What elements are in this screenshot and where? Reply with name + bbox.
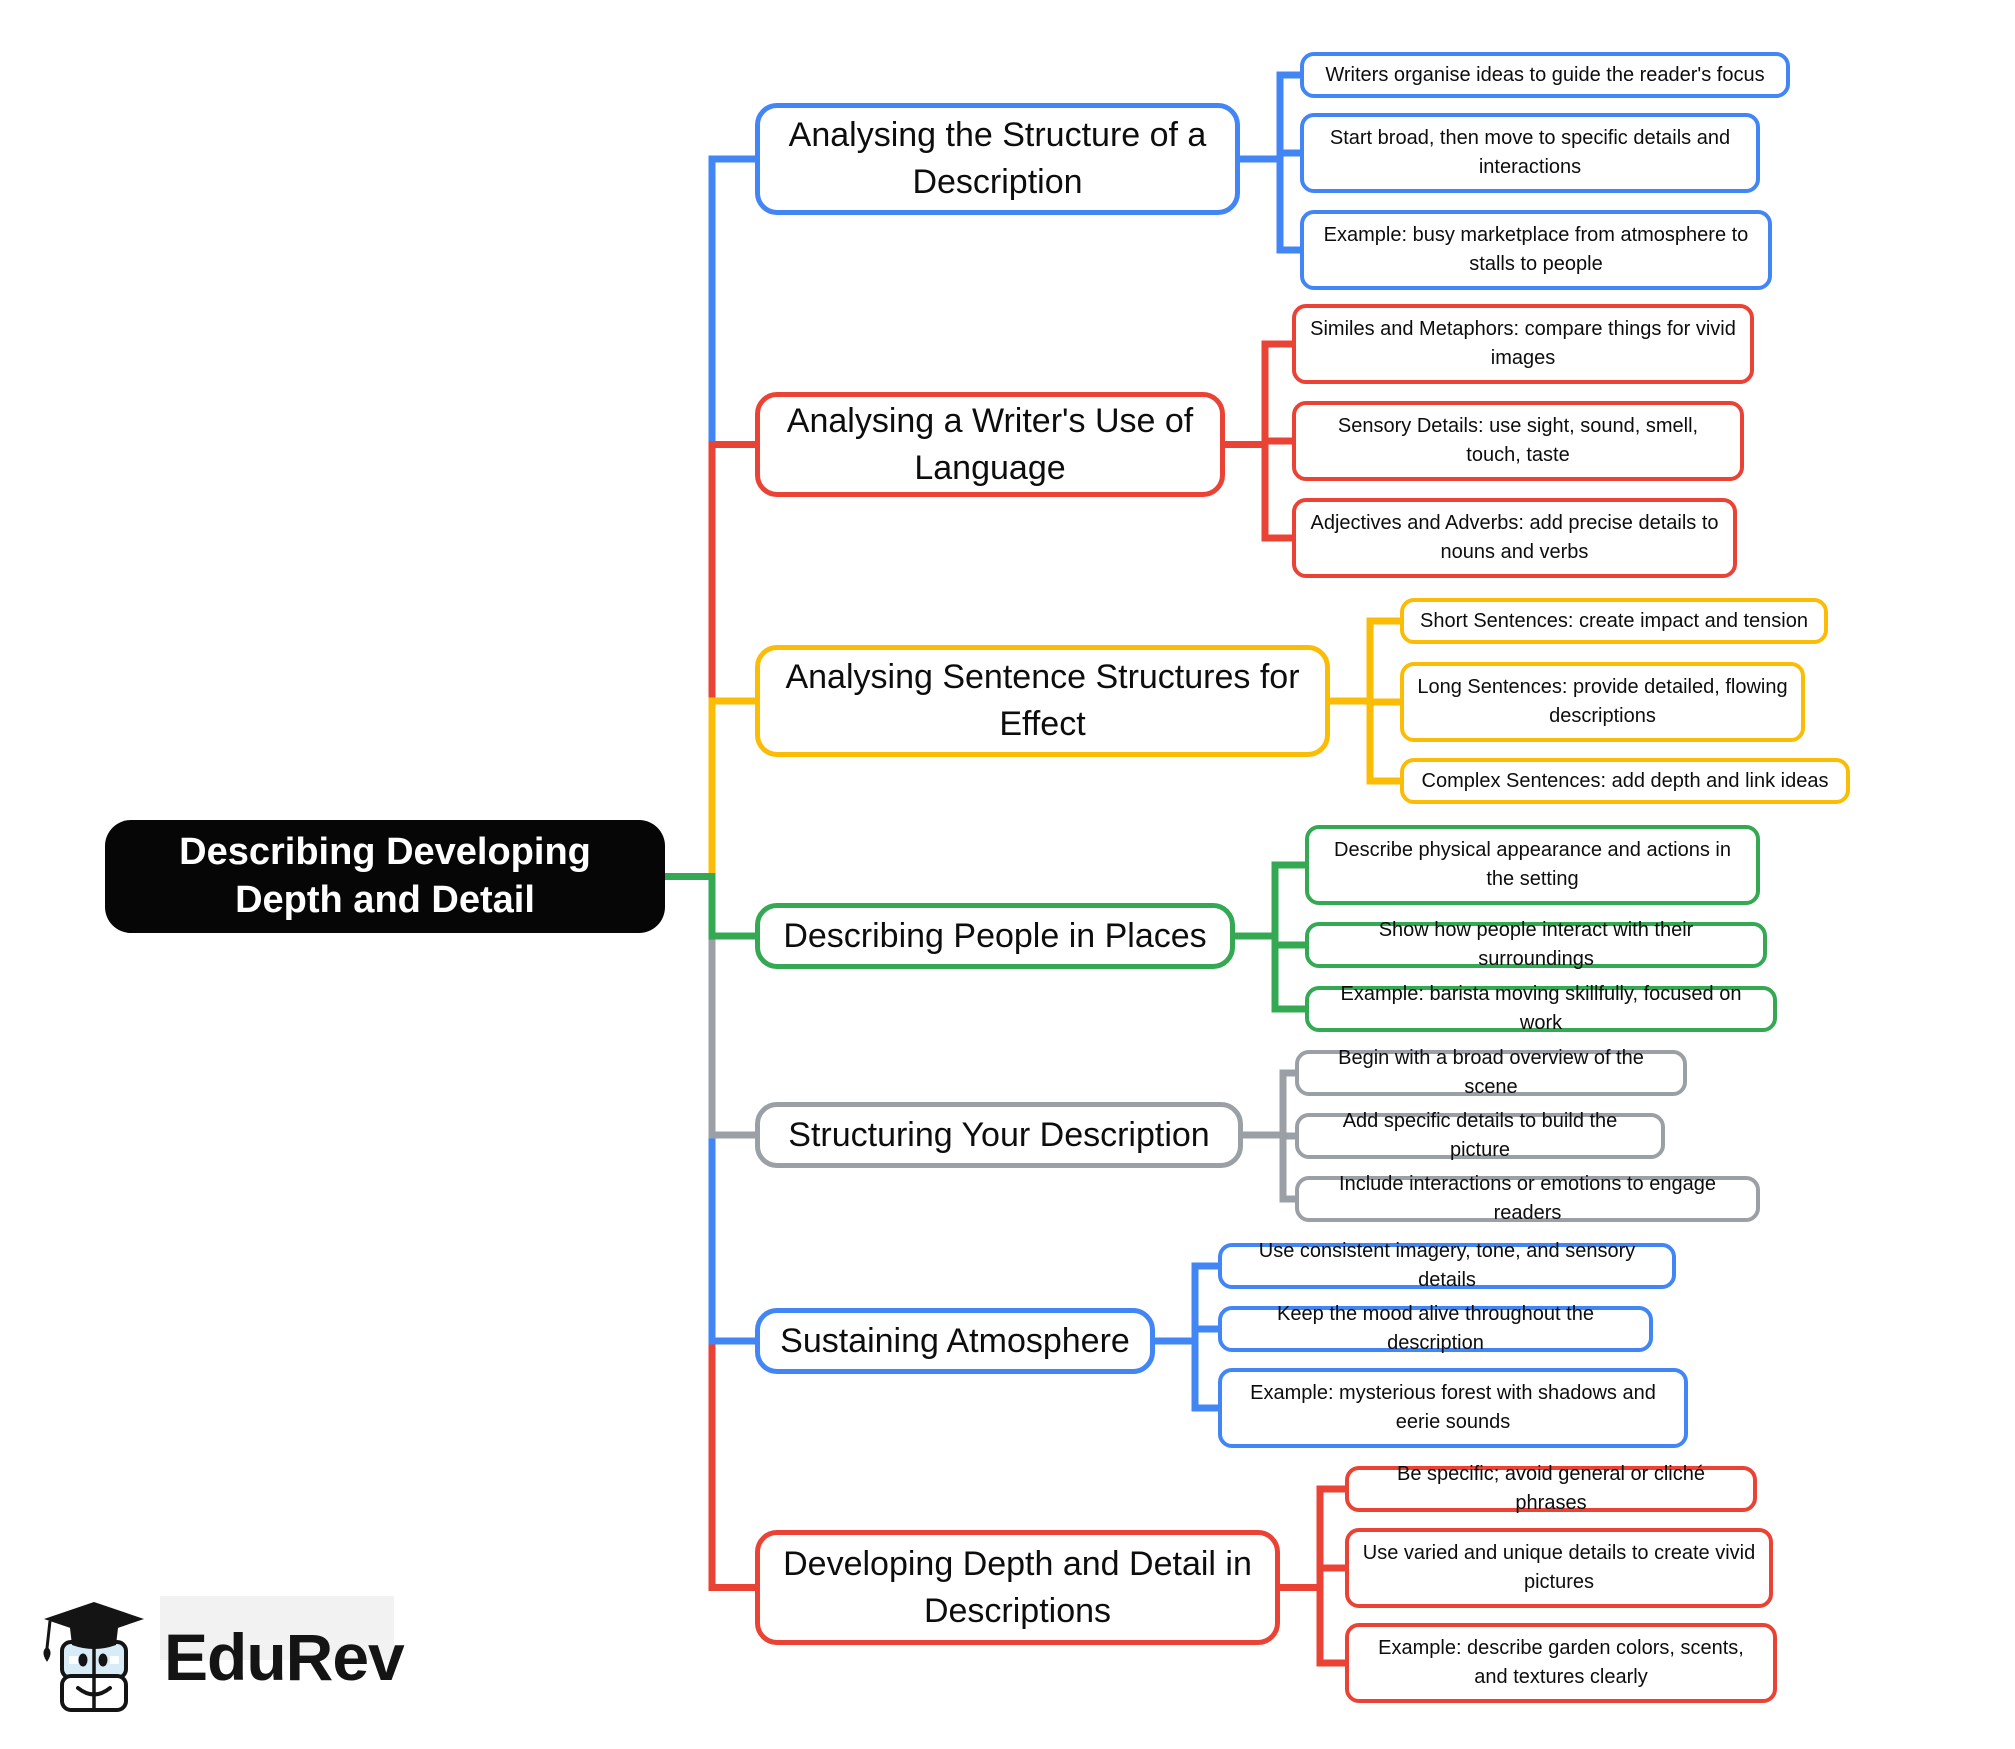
child-node: Add specific details to build the pictur… — [1295, 1110, 1665, 1161]
branch-node-structuring-description: Structuring Your Description — [755, 1102, 1243, 1168]
child-node: Sensory Details: use sight, sound, smell… — [1292, 401, 1744, 481]
logo-background — [160, 1596, 394, 1660]
child-node: Similes and Metaphors: compare things fo… — [1292, 304, 1754, 384]
branch-node-sentence-structures: Analysing Sentence Structures for Effect — [755, 645, 1330, 757]
branch-node-analysing-structure: Analysing the Structure of a Description — [755, 103, 1240, 215]
child-node: Keep the mood alive throughout the descr… — [1218, 1303, 1653, 1354]
child-node: Short Sentences: create impact and tensi… — [1400, 598, 1828, 644]
child-node: Include interactions or emotions to enga… — [1295, 1173, 1760, 1224]
child-node: Show how people interact with their surr… — [1305, 919, 1767, 970]
root-node: Describing Developing Depth and Detail — [105, 820, 665, 933]
edurev-logo-text: EduRev — [164, 1620, 405, 1694]
child-node: Describe physical appearance and actions… — [1305, 825, 1760, 905]
child-node: Begin with a broad overview of the scene — [1295, 1047, 1687, 1098]
child-node: Example: barista moving skillfully, focu… — [1305, 983, 1777, 1034]
branch-node-people-in-places: Describing People in Places — [755, 903, 1235, 969]
branch-node-developing-depth-detail: Developing Depth and Detail in Descripti… — [755, 1530, 1280, 1645]
child-node: Start broad, then move to specific detai… — [1300, 113, 1760, 193]
child-node: Complex Sentences: add depth and link id… — [1400, 758, 1850, 804]
edurev-logo: EduRev — [40, 1598, 405, 1716]
child-node: Adjectives and Adverbs: add precise deta… — [1292, 498, 1737, 578]
edurev-logo-mark — [43, 1602, 144, 1712]
child-node: Example: mysterious forest with shadows … — [1218, 1368, 1688, 1448]
child-node: Example: busy marketplace from atmospher… — [1300, 210, 1772, 290]
child-node: Example: describe garden colors, scents,… — [1345, 1623, 1777, 1703]
child-node: Writers organise ideas to guide the read… — [1300, 52, 1790, 98]
child-node: Use varied and unique details to create … — [1345, 1528, 1773, 1608]
child-node: Be specific; avoid general or cliché phr… — [1345, 1463, 1757, 1514]
child-node: Use consistent imagery, tone, and sensor… — [1218, 1240, 1676, 1291]
branch-node-sustaining-atmosphere: Sustaining Atmosphere — [755, 1308, 1155, 1374]
branch-node-writers-language: Analysing a Writer's Use of Language — [755, 392, 1225, 497]
child-node: Long Sentences: provide detailed, flowin… — [1400, 662, 1805, 742]
